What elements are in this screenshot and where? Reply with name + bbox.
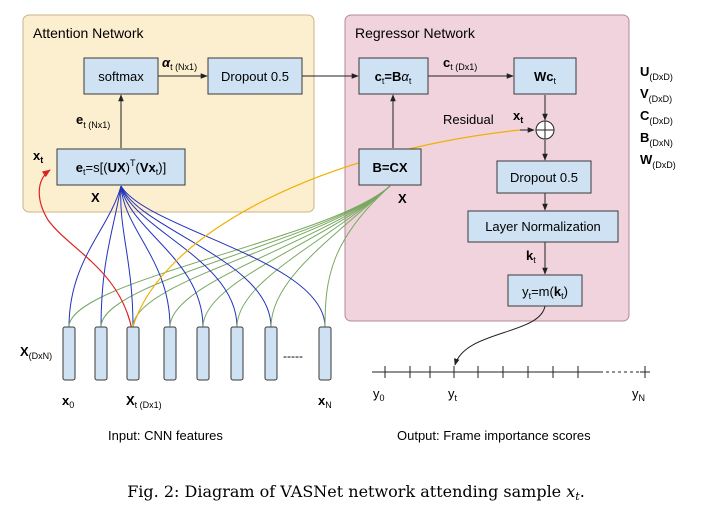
feature-column — [163, 326, 177, 381]
ct-label: ct (Dx1) — [443, 55, 477, 72]
softmax-box — [83, 57, 159, 95]
parameter-label: C(DxD) — [640, 108, 673, 126]
regressor-dropout-label: Dropout 0.5 — [510, 170, 578, 185]
y0-label: y0 — [373, 386, 385, 403]
attention-link — [120, 185, 238, 328]
yt-formula: yt=m(kt) — [522, 284, 568, 301]
layer-norm-label: Layer Normalization — [485, 219, 601, 234]
regressor-link — [68, 185, 391, 328]
xt-input-label: xt — [33, 148, 43, 165]
attention-dropout-box — [207, 57, 303, 95]
regressor-x-label: X — [398, 191, 407, 206]
feature-column — [94, 326, 108, 381]
yn-label: yN — [632, 386, 645, 403]
ct-formula: ct=Bαt — [375, 69, 412, 86]
parameter-label: B(DxN) — [640, 130, 673, 148]
energy-box — [56, 148, 186, 186]
regressor-link — [236, 185, 391, 328]
output-axis — [372, 366, 650, 378]
kt-label: kt — [526, 248, 536, 265]
regressor-network-title: Regressor Network — [355, 25, 476, 41]
attention-link — [120, 185, 204, 328]
wc-formula: Wct — [534, 69, 557, 86]
feature-column — [264, 326, 278, 381]
xn-label: xN — [318, 393, 332, 410]
attention-link — [120, 185, 134, 328]
yt-box — [507, 274, 583, 307]
feature-column — [318, 326, 332, 381]
alpha-label: αt (Nx1) — [162, 55, 197, 72]
regressor-link — [202, 185, 391, 328]
attention-link — [120, 185, 326, 328]
x-matrix-label: X(DxN) — [20, 344, 52, 361]
figure-caption: Fig. 2: Diagram of VASNet network attend… — [127, 482, 585, 503]
softmax-label: softmax — [98, 69, 144, 84]
output-caption: Output: Frame importance scores — [397, 428, 591, 443]
attention-x-label: X — [91, 190, 100, 205]
xt-input-line — [38, 169, 133, 331]
energy-formula: et=s[(UX)T(Vxt)] — [76, 158, 166, 177]
parameter-label: V(DxD) — [640, 86, 672, 104]
x0-label: x0 — [62, 393, 74, 410]
feature-column — [230, 326, 244, 381]
feature-column — [62, 326, 76, 381]
yt-label: yt — [448, 386, 458, 403]
regressor-link — [270, 185, 391, 328]
regressor-link — [132, 185, 391, 328]
attention-link — [120, 185, 272, 328]
parameter-list: U(DxD) V(DxD) C(DxD) B(DxN) W(DxD) — [640, 64, 676, 170]
wc-box — [513, 57, 577, 95]
feature-column — [196, 326, 210, 381]
parameter-label: U(DxD) — [640, 64, 673, 82]
b-formula: B=CX — [372, 160, 407, 175]
ct-box — [358, 57, 429, 95]
attention-link — [68, 185, 122, 328]
layer-norm-box — [467, 210, 619, 243]
regressor-link — [324, 185, 391, 328]
attention-link — [100, 185, 122, 328]
feature-connections — [68, 185, 391, 328]
attention-network-title: Attention Network — [33, 25, 144, 41]
attention-link — [120, 185, 171, 328]
residual-xt-label: xt — [513, 108, 523, 125]
b-box — [358, 148, 422, 186]
parameter-label: W(DxD) — [640, 152, 676, 170]
xt-feature-label: Xt (Dx1) — [126, 393, 162, 410]
feature-dots: ----- — [283, 349, 303, 363]
residual-label: Residual — [443, 112, 494, 127]
residual-line — [131, 129, 521, 331]
attention-dropout-label: Dropout 0.5 — [221, 69, 289, 84]
e-label: et (Nx1) — [76, 112, 110, 130]
feature-columns — [62, 326, 332, 381]
input-caption: Input: CNN features — [108, 428, 223, 443]
regressor-link — [100, 185, 391, 328]
feature-column — [126, 326, 140, 381]
regressor-dropout-box — [496, 160, 592, 194]
yt-to-output-arrow — [454, 305, 546, 366]
